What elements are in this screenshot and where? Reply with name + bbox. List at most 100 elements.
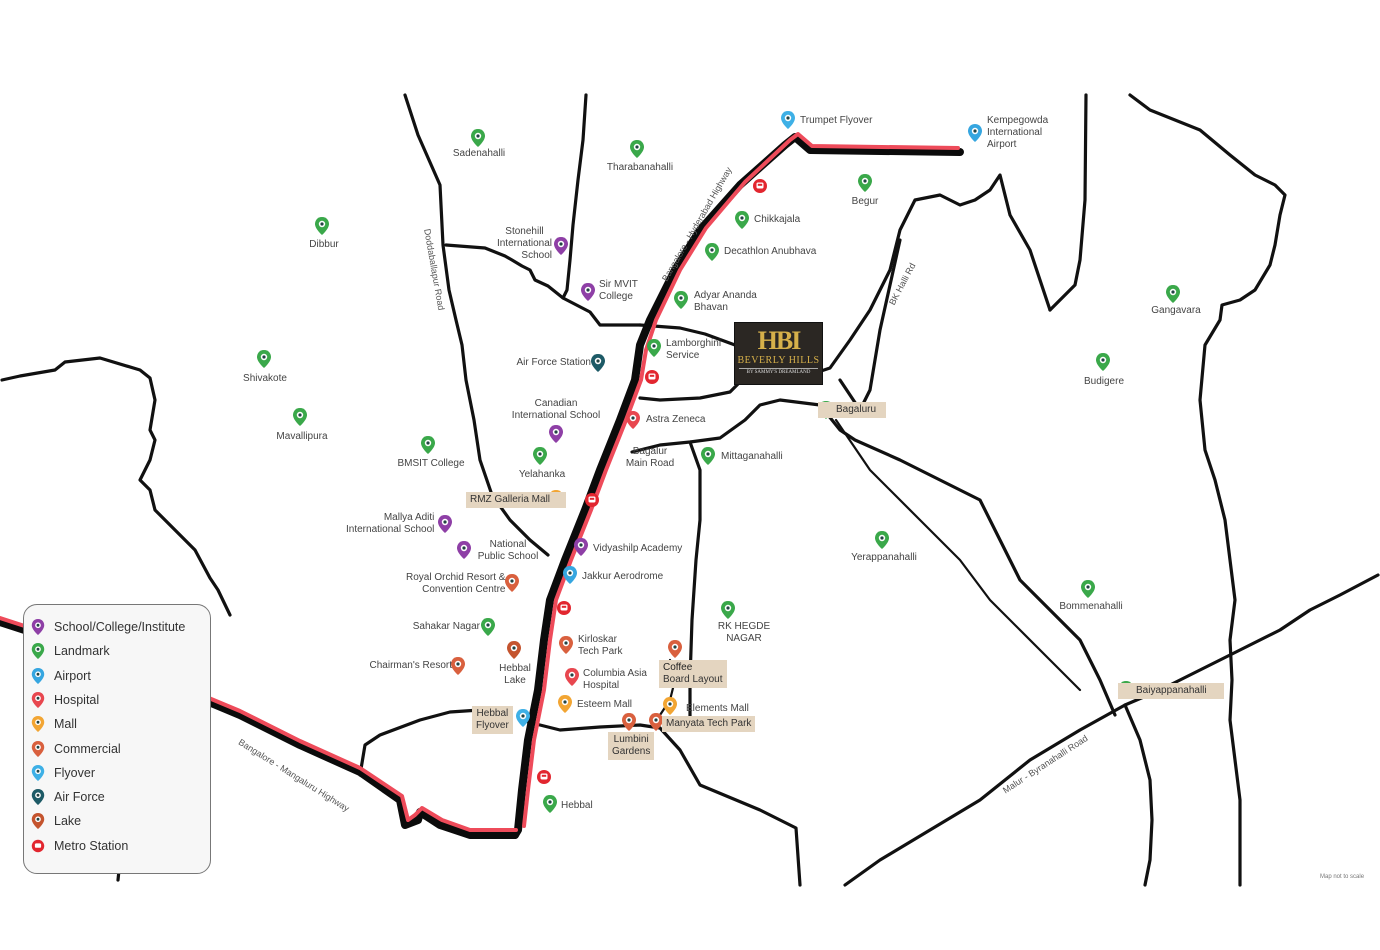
- label-elements-mall: Elements Mall: [686, 703, 749, 714]
- coffee-board-layout-pin-icon[interactable]: [668, 640, 682, 658]
- columbia-asia-hospital-pin-icon[interactable]: [565, 668, 579, 686]
- label-line: Adyar Ananda: [694, 290, 757, 301]
- sadenahalli-pin-icon[interactable]: [471, 129, 485, 147]
- legend-item-landmark: Landmark: [30, 641, 110, 661]
- yerappanahalli-pin-icon[interactable]: [875, 531, 889, 549]
- adyar-ananda-bhavan-pin-icon[interactable]: [674, 291, 688, 309]
- label-line: Coffee: [663, 662, 693, 673]
- label-kirloskar: Kirloskar Tech Park: [578, 634, 622, 658]
- rk-hegde-nagar-pin-icon[interactable]: [721, 601, 735, 619]
- legend-label: Lake: [54, 814, 82, 829]
- esteem-mall-pin-icon[interactable]: [558, 695, 572, 713]
- label-line: Sir MVIT: [599, 279, 638, 290]
- royal-orchid-resort-convention-centre-pin-icon[interactable]: [505, 574, 519, 592]
- metro-station-icon[interactable]: [537, 770, 551, 784]
- metro-station-icon[interactable]: [585, 493, 599, 507]
- sir-mvit-college-pin-icon[interactable]: [581, 283, 595, 301]
- air-force-station-pin-icon[interactable]: [591, 354, 605, 372]
- metro-station-icon[interactable]: [645, 370, 659, 384]
- tharabanahalli-pin-icon[interactable]: [630, 140, 644, 158]
- legend-item-flyover: Flyover: [30, 763, 95, 783]
- label-line: Main Road: [625, 458, 675, 469]
- yelahanka-pin-icon[interactable]: [533, 447, 547, 465]
- kempegowda-international-airport-pin-icon[interactable]: [968, 124, 982, 142]
- project-logo[interactable]: HBI BEVERLY HILLS BY SAMMY'S DREAMLAND: [734, 322, 823, 385]
- label-line: Bagalur: [632, 446, 668, 457]
- flyover-icon: [31, 764, 45, 781]
- kirloskar-tech-park-pin-icon[interactable]: [559, 636, 573, 654]
- label-jakkur: Jakkur Aerodrome: [582, 571, 664, 582]
- bommenahalli-pin-icon[interactable]: [1081, 580, 1095, 598]
- label-yelahanka: Yelahanka: [518, 469, 566, 480]
- elements-mall-pin-icon[interactable]: [663, 697, 677, 715]
- national-public-school-pin-icon[interactable]: [457, 541, 471, 559]
- label-esteem-mall: Esteem Mall: [577, 699, 633, 710]
- lake-icon: [31, 813, 45, 830]
- trumpet-flyover-pin-icon[interactable]: [781, 111, 795, 129]
- metro-station-icon[interactable]: [557, 601, 571, 615]
- begur-pin-icon[interactable]: [858, 174, 872, 192]
- metro-station-icon[interactable]: [753, 179, 767, 193]
- label-line: Royal Orchid Resort &: [406, 572, 506, 583]
- mall-icon: [31, 716, 45, 733]
- label-national-public-school: National Public School: [478, 539, 539, 563]
- map-pins: [257, 111, 1180, 813]
- label-line: Hospital: [583, 680, 620, 691]
- scale-note: Map not to scale: [1320, 874, 1365, 880]
- budigere-pin-icon[interactable]: [1096, 353, 1110, 371]
- lamborghini-service-pin-icon[interactable]: [647, 339, 661, 357]
- label-canadian-school: Canadian International School: [512, 398, 600, 422]
- chairman-s-resort-pin-icon[interactable]: [451, 657, 465, 675]
- label-royal-orchid: Royal Orchid Resort & Convention Centre: [406, 572, 505, 596]
- label-coffee-board-layout: Coffee Board Layout: [659, 660, 727, 688]
- mittaganahalli-pin-icon[interactable]: [701, 447, 715, 465]
- logo-tagline: BY SAMMY'S DREAMLAND: [739, 368, 818, 376]
- decathlon-anubhava-pin-icon[interactable]: [705, 243, 719, 261]
- label-line: International: [496, 238, 552, 249]
- label-dibbur: Dibbur: [309, 239, 339, 250]
- shivakote-pin-icon[interactable]: [257, 350, 271, 368]
- label-sahakar-nagar: Sahakar Nagar: [412, 621, 480, 632]
- legend-label: Landmark: [54, 644, 110, 659]
- legend-item-airport: Airport: [30, 666, 91, 686]
- label-adyar-ananda: Adyar Ananda Bhavan: [694, 290, 757, 314]
- legend-item-commercial: Commercial: [30, 739, 121, 759]
- label-astra-zeneca: Astra Zeneca: [646, 414, 706, 425]
- sahakar-nagar-pin-icon[interactable]: [481, 618, 495, 636]
- vidyashilp-academy-pin-icon[interactable]: [574, 538, 588, 556]
- astra-zeneca-pin-icon[interactable]: [626, 411, 640, 429]
- label-shivakote: Shivakote: [243, 373, 287, 384]
- airport-icon: [31, 667, 45, 684]
- label-bommenahalli: Bommenahalli: [1059, 601, 1123, 612]
- label-line: Hebbal: [476, 708, 509, 719]
- label-line: Tech Park: [578, 646, 623, 657]
- label-line: National: [489, 539, 527, 550]
- landmark-icon: [31, 643, 45, 660]
- label-line: International: [987, 127, 1043, 138]
- hebbal-lake-pin-icon[interactable]: [507, 641, 521, 659]
- mallya-aditi-international-school-pin-icon[interactable]: [438, 515, 452, 533]
- hebbal-pin-icon[interactable]: [543, 795, 557, 813]
- gangavara-pin-icon[interactable]: [1166, 285, 1180, 303]
- chikkajala-pin-icon[interactable]: [735, 211, 749, 229]
- label-bagaluru: Bagaluru: [818, 402, 886, 418]
- stonehill-international-school-pin-icon[interactable]: [554, 237, 568, 255]
- label-trumpet-flyover: Trumpet Flyover: [800, 115, 873, 126]
- label-line: Lake: [504, 675, 526, 686]
- label-line: Mallya Aditi: [383, 512, 435, 523]
- label-line: Public School: [477, 551, 539, 562]
- mavallipura-pin-icon[interactable]: [293, 408, 307, 426]
- legend-item-lake: Lake: [30, 811, 81, 831]
- canadian-international-school-pin-icon[interactable]: [549, 425, 563, 443]
- dibbur-pin-icon[interactable]: [315, 217, 329, 235]
- air-force-icon: [31, 789, 45, 806]
- bmsit-college-pin-icon[interactable]: [421, 436, 435, 454]
- legend-item-metro: Metro Station: [30, 836, 128, 856]
- label-line: RK HEGDE: [717, 621, 771, 632]
- label-begur: Begur: [851, 196, 879, 207]
- lumbini-gardens-pin-icon[interactable]: [622, 713, 636, 731]
- legend-item-hospital: Hospital: [30, 690, 99, 710]
- label-decathlon: Decathlon Anubhava: [724, 246, 817, 257]
- label-chikkajala: Chikkajala: [754, 214, 801, 225]
